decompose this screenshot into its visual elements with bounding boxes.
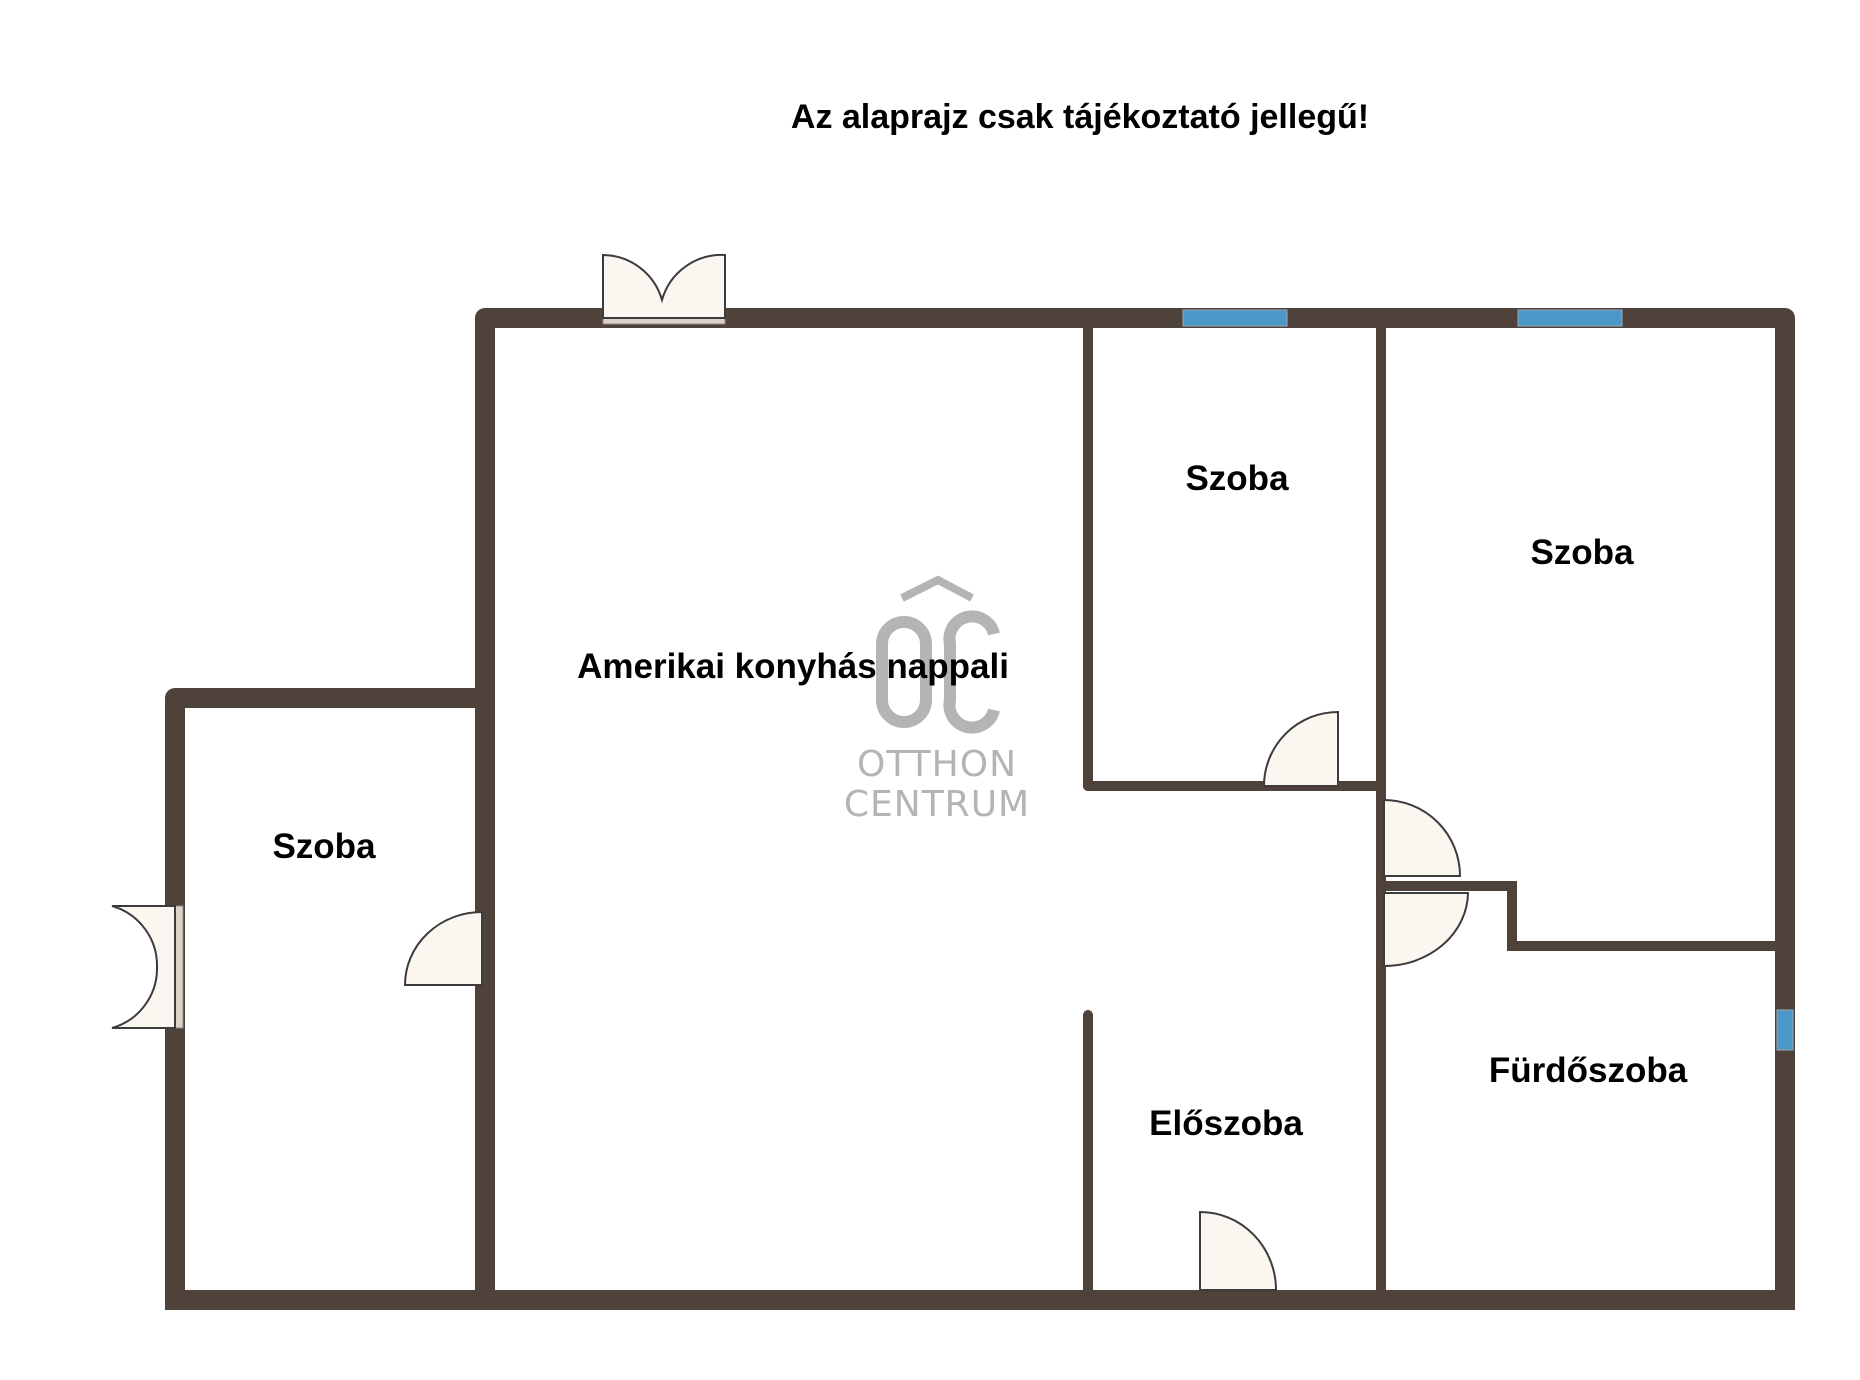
roof-chevron-icon xyxy=(900,575,974,602)
label-room-left: Szoba xyxy=(272,827,376,866)
door-entrance xyxy=(1199,1210,1278,1291)
label-hall: Előszoba xyxy=(1149,1104,1303,1143)
outer-wall-left-wing xyxy=(165,688,495,1310)
outer-wall-top xyxy=(475,308,1795,1310)
window-mid-room xyxy=(1182,309,1288,327)
watermark-line2: CENTRUM xyxy=(844,784,1030,825)
door-room-left xyxy=(403,910,483,986)
balcony-double-door xyxy=(602,253,726,325)
wall-bath-top xyxy=(1376,881,1790,951)
watermark-logo: OTTHON CENTRUM xyxy=(844,575,1030,825)
label-living: Amerikai konyhás nappali xyxy=(577,647,1009,686)
window-right-room xyxy=(1517,309,1623,327)
watermark-c-mark xyxy=(943,610,1000,734)
windows xyxy=(1182,309,1794,1051)
doors xyxy=(111,253,1470,1291)
window-bathroom xyxy=(1776,1009,1794,1051)
plan-disclaimer: Az alaprajz csak tájékoztató jellegű! xyxy=(790,98,1370,136)
watermark-o-mark xyxy=(876,616,932,728)
door-room-right xyxy=(1383,798,1462,877)
door-room-mid xyxy=(1262,710,1339,787)
interior-walls xyxy=(480,313,1790,1305)
left-double-door xyxy=(111,905,184,1029)
label-bathroom: Fürdőszoba xyxy=(1488,1051,1688,1090)
label-room-mid: Szoba xyxy=(1185,459,1289,498)
watermark-line1: OTTHON xyxy=(857,744,1017,785)
door-bathroom xyxy=(1383,892,1470,968)
label-room-right: Szoba xyxy=(1530,533,1634,572)
